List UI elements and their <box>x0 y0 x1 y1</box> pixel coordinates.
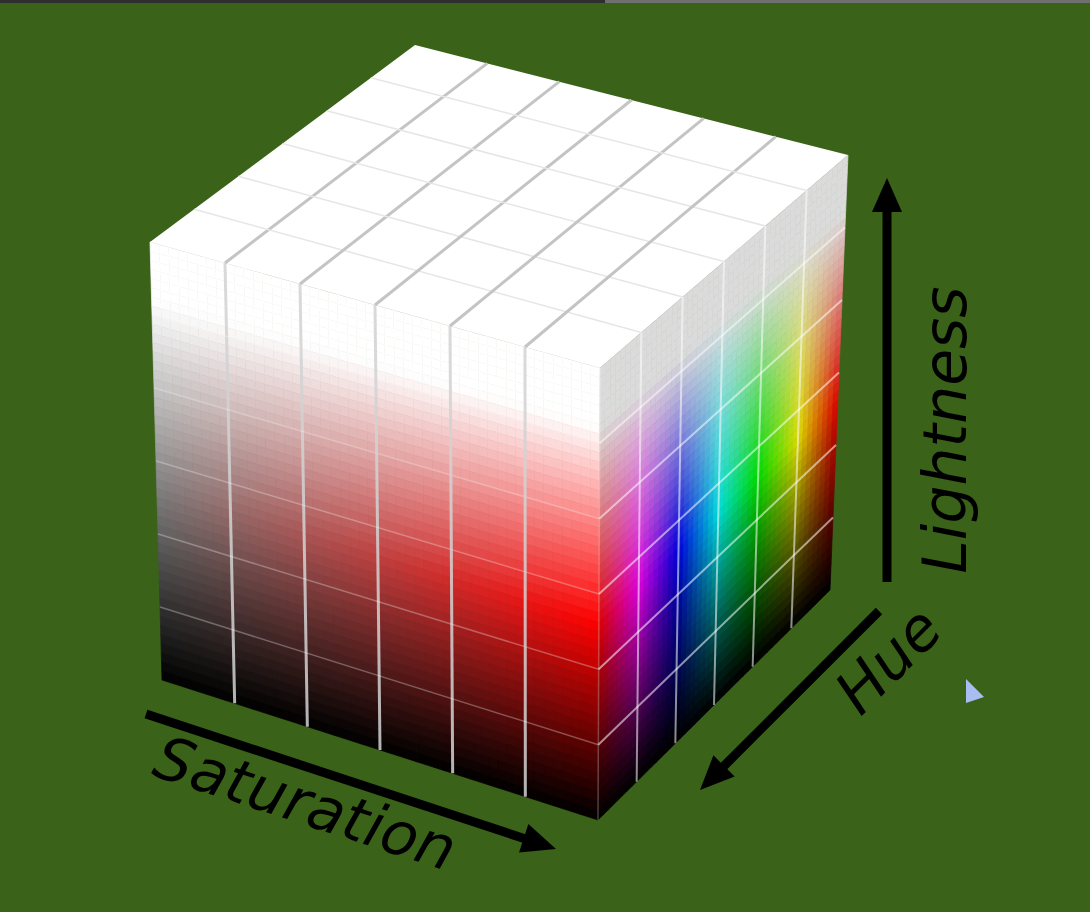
stage: SaturationHueLightness <box>0 0 1090 912</box>
